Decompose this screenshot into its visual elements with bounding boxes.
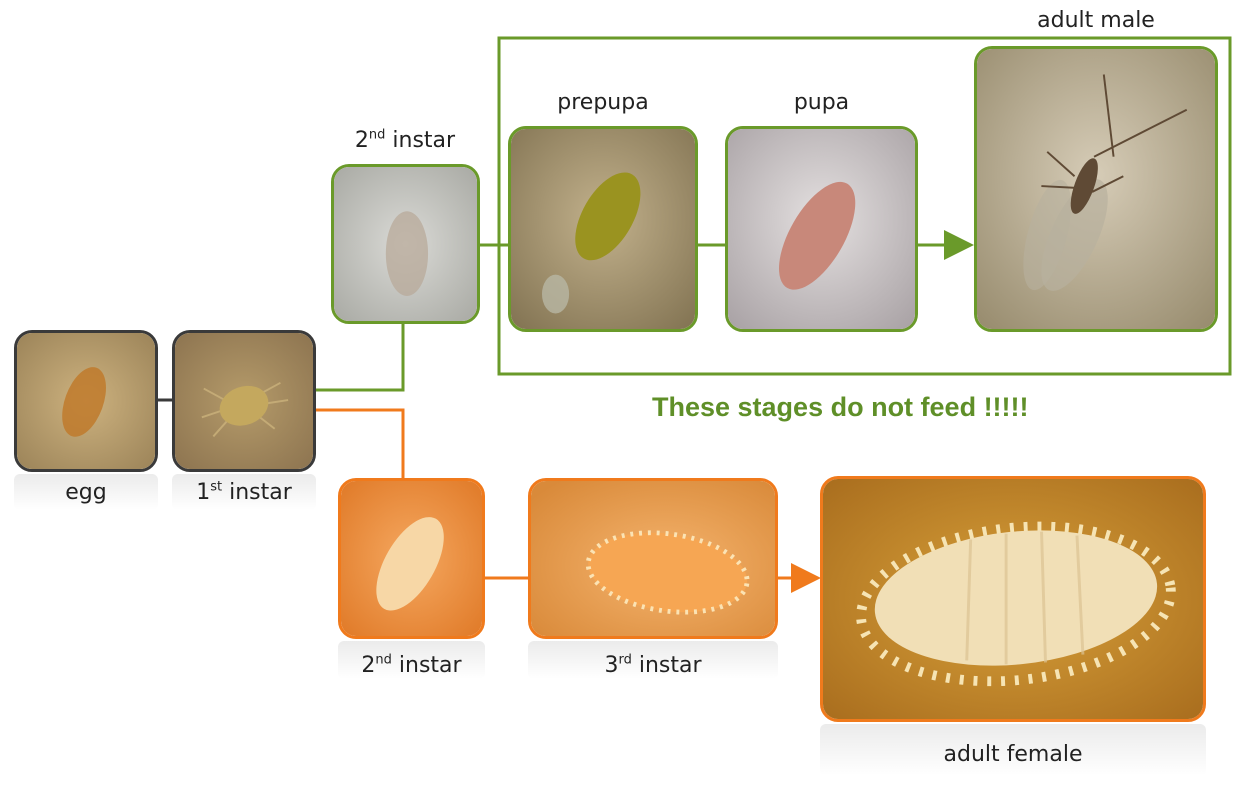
third-instar-photo — [531, 481, 775, 636]
prepupa-photo — [511, 129, 695, 329]
egg-label: egg — [14, 480, 158, 505]
male-second-instar-photo — [334, 167, 477, 321]
adult-male-stage-card — [974, 46, 1218, 332]
male-second-instar-label: 2nd instar — [330, 128, 480, 153]
female-second-instar-stage-card — [338, 478, 485, 639]
third-instar-stage-card — [528, 478, 778, 639]
adult-male-label: adult male — [974, 8, 1218, 33]
adult-female-label: adult female — [820, 742, 1206, 767]
pupa-photo — [728, 129, 915, 329]
female-second-instar-label: 2nd instar — [338, 653, 485, 678]
female-branch-line — [316, 410, 403, 478]
prepupa-label: prepupa — [508, 90, 698, 115]
adult-female-stage-card — [820, 476, 1206, 722]
first-instar-photo — [175, 333, 313, 469]
first-instar-label: 1st instar — [172, 480, 316, 505]
adult-male-photo — [977, 49, 1215, 329]
male-branch-line — [316, 324, 403, 390]
non-feeding-note: These stages do not feed !!!!! — [652, 392, 1029, 423]
female-second-instar-photo — [341, 481, 482, 636]
male-second-instar-stage-card — [331, 164, 480, 324]
pupa-stage-card — [725, 126, 918, 332]
egg-photo — [17, 333, 155, 469]
prepupa-stage-card — [508, 126, 698, 332]
pupa-label: pupa — [725, 90, 918, 115]
adult-female-photo — [823, 479, 1203, 719]
egg-stage-card — [14, 330, 158, 472]
third-instar-label: 3rd instar — [528, 653, 778, 678]
first-instar-stage-card — [172, 330, 316, 472]
